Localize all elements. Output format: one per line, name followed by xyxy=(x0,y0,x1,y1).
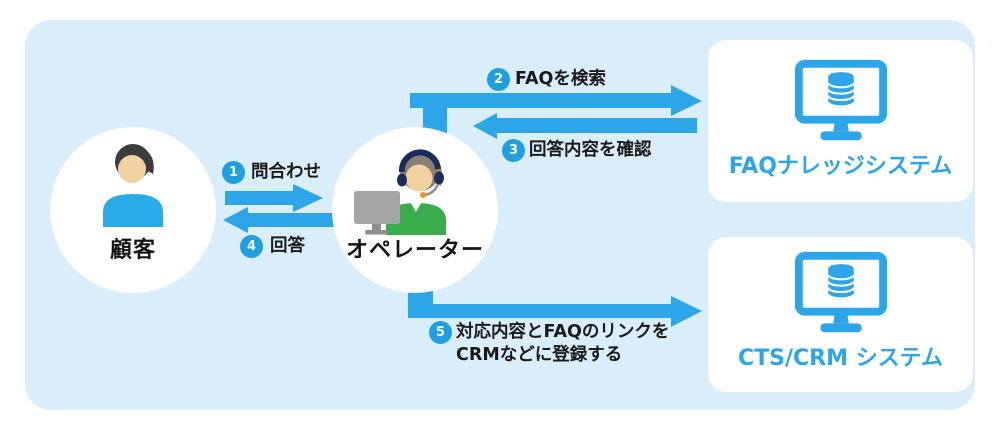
step-3-badge: 3 xyxy=(502,139,525,162)
database-top xyxy=(827,72,854,81)
arrow-step-1-body xyxy=(225,191,293,205)
monitor-neck xyxy=(832,311,849,324)
arrow-step-1-head xyxy=(293,184,323,212)
arrow-step-4 xyxy=(223,207,340,233)
operator-monitor-base xyxy=(365,230,388,235)
arrow-step-1 xyxy=(225,184,323,212)
operator-face xyxy=(405,164,433,192)
arrow-step-2-body xyxy=(410,93,671,108)
database-rings xyxy=(826,274,855,300)
actor-operator-label: オペレーター xyxy=(345,238,484,263)
monitor-base xyxy=(819,131,862,141)
system-cts-label: CTS/CRM システム xyxy=(737,346,943,371)
step-5-label: 対応内容とFAQのリンクを CRMなどに登録する xyxy=(456,321,669,366)
step-4-badge: 4 xyxy=(240,235,263,258)
arrow-step-3-body xyxy=(497,118,697,133)
actor-customer: 顧客 xyxy=(50,127,216,293)
monitor-database-icon xyxy=(794,251,887,333)
operator-shirt xyxy=(386,203,446,235)
headset-earcup-left xyxy=(397,173,407,187)
arrow-step-3-head xyxy=(473,113,497,139)
arrow-step-4-head xyxy=(223,207,248,233)
step-2-label: FAQを検索 xyxy=(515,69,606,89)
arrow-step-4-body xyxy=(248,213,340,227)
headset-earcup-right xyxy=(434,171,444,185)
system-faq-label: FAQナレッジシステム xyxy=(728,154,953,179)
diagram-background: 顧客 オペレーター xyxy=(25,20,975,410)
arrow-step-2-head xyxy=(671,85,702,116)
step-5-label-line-2: CRMなどに登録する xyxy=(456,344,623,365)
step-5-label-line-1: 対応内容とFAQのリンクを xyxy=(456,322,670,342)
database-top xyxy=(827,264,854,273)
arrow-step-3 xyxy=(473,113,697,139)
person-icon xyxy=(103,144,163,227)
customer-face xyxy=(118,155,146,183)
arrow-step-5-head xyxy=(671,296,702,327)
step-3-label: 回答内容を確認 xyxy=(529,140,652,160)
customer-shirt xyxy=(103,194,163,227)
database-rings xyxy=(826,82,855,108)
monitor-base xyxy=(819,323,862,333)
arrow-step-5 xyxy=(408,280,702,327)
step-2-badge: 2 xyxy=(487,68,510,91)
operator-monitor xyxy=(354,191,400,224)
monitor-database-icon xyxy=(794,59,887,141)
monitor-neck xyxy=(832,119,849,132)
operator-monitor-stand xyxy=(372,224,381,230)
step-4-label: 回答 xyxy=(270,236,305,256)
arrow-step-5-body xyxy=(408,304,671,318)
system-cts-card: CTS/CRM システム xyxy=(708,237,973,392)
system-faq-card: FAQナレッジシステム xyxy=(708,40,973,202)
step-1-badge: 1 xyxy=(222,161,245,184)
actor-operator: オペレーター xyxy=(332,127,498,293)
operator-headset-icon xyxy=(354,149,446,235)
headset-band xyxy=(398,149,441,173)
headset-mic-tip xyxy=(420,192,426,198)
step-1-label: 問合わせ xyxy=(251,162,321,182)
operator-collar xyxy=(411,203,421,212)
actor-customer-label: 顧客 xyxy=(109,238,156,263)
step-5-badge: 5 xyxy=(429,321,452,344)
